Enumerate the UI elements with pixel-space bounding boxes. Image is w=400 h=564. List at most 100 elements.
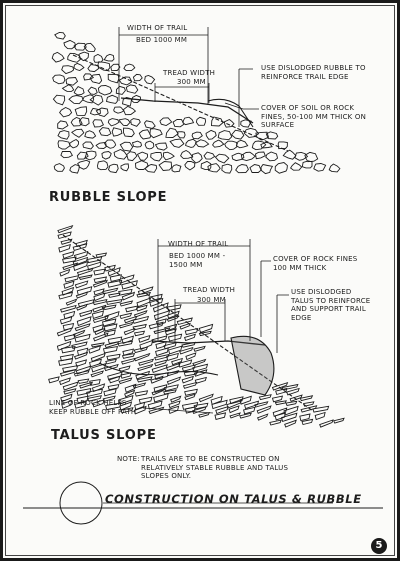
talus-slab [118, 395, 134, 405]
rubble-width-of-trail-label: WIDTH OF TRAIL [127, 24, 188, 32]
talus-slab [289, 394, 303, 402]
talus-slab [63, 310, 76, 320]
talus-slab [59, 268, 71, 277]
rubble-stone [84, 130, 97, 139]
talus-slab [74, 280, 89, 289]
talus-slab [124, 383, 137, 393]
rubble-stone [265, 151, 279, 162]
rubble-cover-leader [224, 102, 259, 110]
rubble-stone [125, 84, 139, 94]
talus-slab [192, 358, 207, 366]
rubble-stone [73, 62, 85, 71]
talus-slab [88, 345, 102, 354]
talus-slab [76, 395, 89, 404]
talus-slab [102, 345, 118, 354]
rubble-stone [158, 161, 173, 171]
talus-slab [121, 280, 138, 290]
rubble-tread-width-label: TREAD WIDTH [163, 69, 216, 77]
talus-slab [166, 376, 182, 385]
talus-slab [152, 302, 169, 313]
rubble-stone [63, 39, 77, 50]
rubble-stone [87, 86, 98, 95]
talus-slab [256, 405, 272, 414]
rubble-stone [301, 160, 313, 169]
talus-slab [120, 357, 136, 365]
rubble-stone [52, 94, 66, 106]
talus-slab [103, 388, 117, 397]
talus-slab [119, 401, 133, 411]
rubble-stone [154, 142, 168, 151]
talus-slab [153, 327, 171, 335]
rubble-stone [120, 163, 130, 172]
rubble-stone [123, 63, 136, 72]
talus-slab [133, 352, 151, 362]
talus-slab [74, 401, 87, 409]
talus-slab [73, 351, 89, 360]
talus-slab [184, 406, 196, 414]
rubble-stone [105, 94, 118, 104]
rubble-stone [255, 131, 270, 141]
rubble-stone [177, 131, 186, 139]
dimension-lines [103, 27, 333, 504]
talus-slab [136, 376, 153, 383]
talus-slab [57, 224, 74, 234]
talus-slab [155, 341, 167, 350]
rubble-stone [52, 74, 66, 85]
talus-slab [120, 407, 134, 414]
talus-slab [167, 333, 183, 342]
talus-slab [76, 286, 93, 296]
rubble-stone [54, 31, 66, 40]
talus-slab [60, 393, 73, 403]
talus-slab [56, 327, 73, 337]
rubble-stone [95, 107, 109, 118]
talus-slab [166, 352, 179, 361]
talus-slab [269, 419, 282, 426]
rubble-stone [224, 140, 238, 151]
talus-slab [136, 291, 152, 298]
rubble-stone [144, 75, 156, 85]
talus-slab [87, 261, 102, 271]
talus-slab [117, 340, 134, 347]
talus-slab [198, 330, 212, 337]
talus-tread-value-label: 300 mm [197, 296, 226, 304]
talus-slab [121, 335, 135, 344]
rubble-stone [92, 119, 104, 128]
rubble-stone [82, 141, 94, 150]
rubble-stone [51, 51, 65, 63]
rubble-bed-width-label: BED 1000 mm [136, 36, 188, 44]
talus-slab [58, 243, 71, 253]
talus-slab [168, 400, 181, 409]
talus-slab [104, 264, 116, 272]
talus-slab [63, 333, 76, 342]
talus-slab [138, 358, 155, 366]
rubble-stone [260, 163, 274, 175]
talus-slab [90, 342, 105, 348]
talus-slab [108, 292, 121, 298]
talus-slab [151, 364, 168, 373]
note-text: TRAILS ARE TO BE CONSTRUCTED ON RELATIVE… [141, 455, 289, 481]
rubble-dislodged-note: USE DISLODGED RUBBLE TO REINFORCE TRAIL … [261, 64, 366, 81]
rubble-stone [67, 52, 82, 63]
rubble-trail-surface [120, 97, 254, 124]
talus-slab [198, 393, 214, 403]
rubble-stone [205, 129, 217, 140]
rubble-cover-note: COVER OF SOIL OR ROCK FINES, 50-100 mm T… [261, 104, 367, 130]
talus-slab [121, 353, 136, 359]
talus-slab [181, 402, 199, 410]
talus-slab [149, 297, 164, 307]
talus-edge-reinforcement [230, 335, 275, 396]
talus-slab [215, 406, 229, 415]
talus-slab [60, 304, 77, 313]
talus-slab [63, 388, 77, 395]
talus-slab [281, 412, 298, 422]
rubble-stone [328, 163, 341, 173]
rubble-stone [122, 105, 137, 116]
rubble-stone [212, 139, 225, 148]
rubble-original-slope-line [72, 54, 289, 152]
talus-slab [243, 406, 256, 415]
talus-slab [105, 299, 123, 305]
talus-slab [75, 359, 88, 367]
rubble-stone [123, 127, 135, 138]
talus-slab [299, 413, 311, 422]
